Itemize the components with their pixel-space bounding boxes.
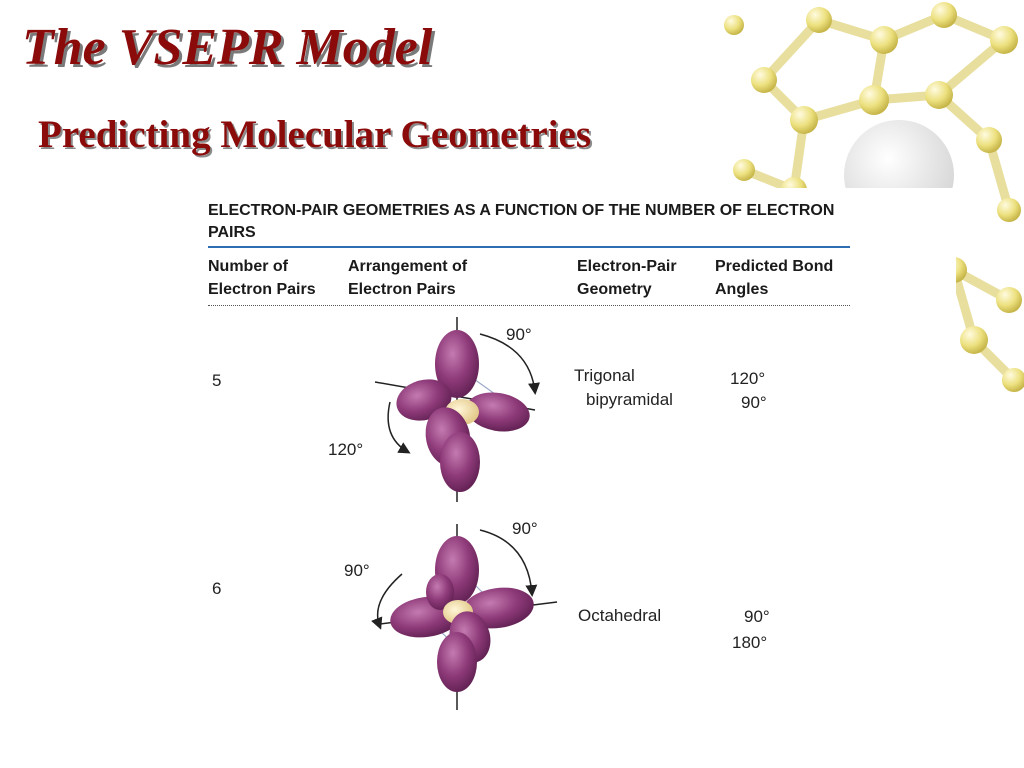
slide-title: The VSEPR Model — [22, 19, 433, 76]
header-bond-angles: Predicted Bond Angles — [715, 258, 834, 298]
table-title: ELECTRON-PAIR GEOMETRIES AS A FUNCTION O… — [208, 202, 835, 241]
row6-angle-1: 90° — [744, 607, 770, 626]
row5-geometry-line2: bipyramidal — [586, 390, 673, 409]
header-number-of-pairs: Number of Electron Pairs — [208, 258, 316, 298]
header-arrangement: Arrangement of Electron Pairs — [348, 258, 468, 298]
slide-subtitle: Predicting Molecular Geometries — [38, 113, 592, 156]
row6-diagram-angle-side: 90° — [344, 561, 370, 580]
trigonal-bipyramidal-diagram: 90° 120° — [328, 317, 540, 502]
row5-diagram-angle-top: 90° — [506, 325, 532, 344]
row5-geometry-line1: Trigonal — [574, 366, 635, 385]
header-geometry: Electron-Pair Geometry — [577, 258, 677, 298]
row6-geometry: Octahedral — [578, 606, 662, 625]
row6-angle-2: 180° — [732, 633, 768, 652]
row5-pairs: 5 — [212, 371, 222, 390]
table-panel — [180, 188, 956, 748]
orbital-diagrams: 90° 120° 90° 90° — [328, 317, 558, 710]
table-title-rule — [208, 246, 850, 248]
row5-diagram-angle-side: 120° — [328, 440, 363, 459]
row6-pairs: 6 — [212, 579, 222, 598]
row5-angle-2: 90° — [741, 393, 767, 412]
header-rule — [208, 305, 850, 306]
row5-angle-1: 120° — [730, 369, 766, 388]
octahedral-diagram: 90° 90° — [344, 519, 558, 710]
row6-diagram-angle-top: 90° — [512, 519, 538, 538]
